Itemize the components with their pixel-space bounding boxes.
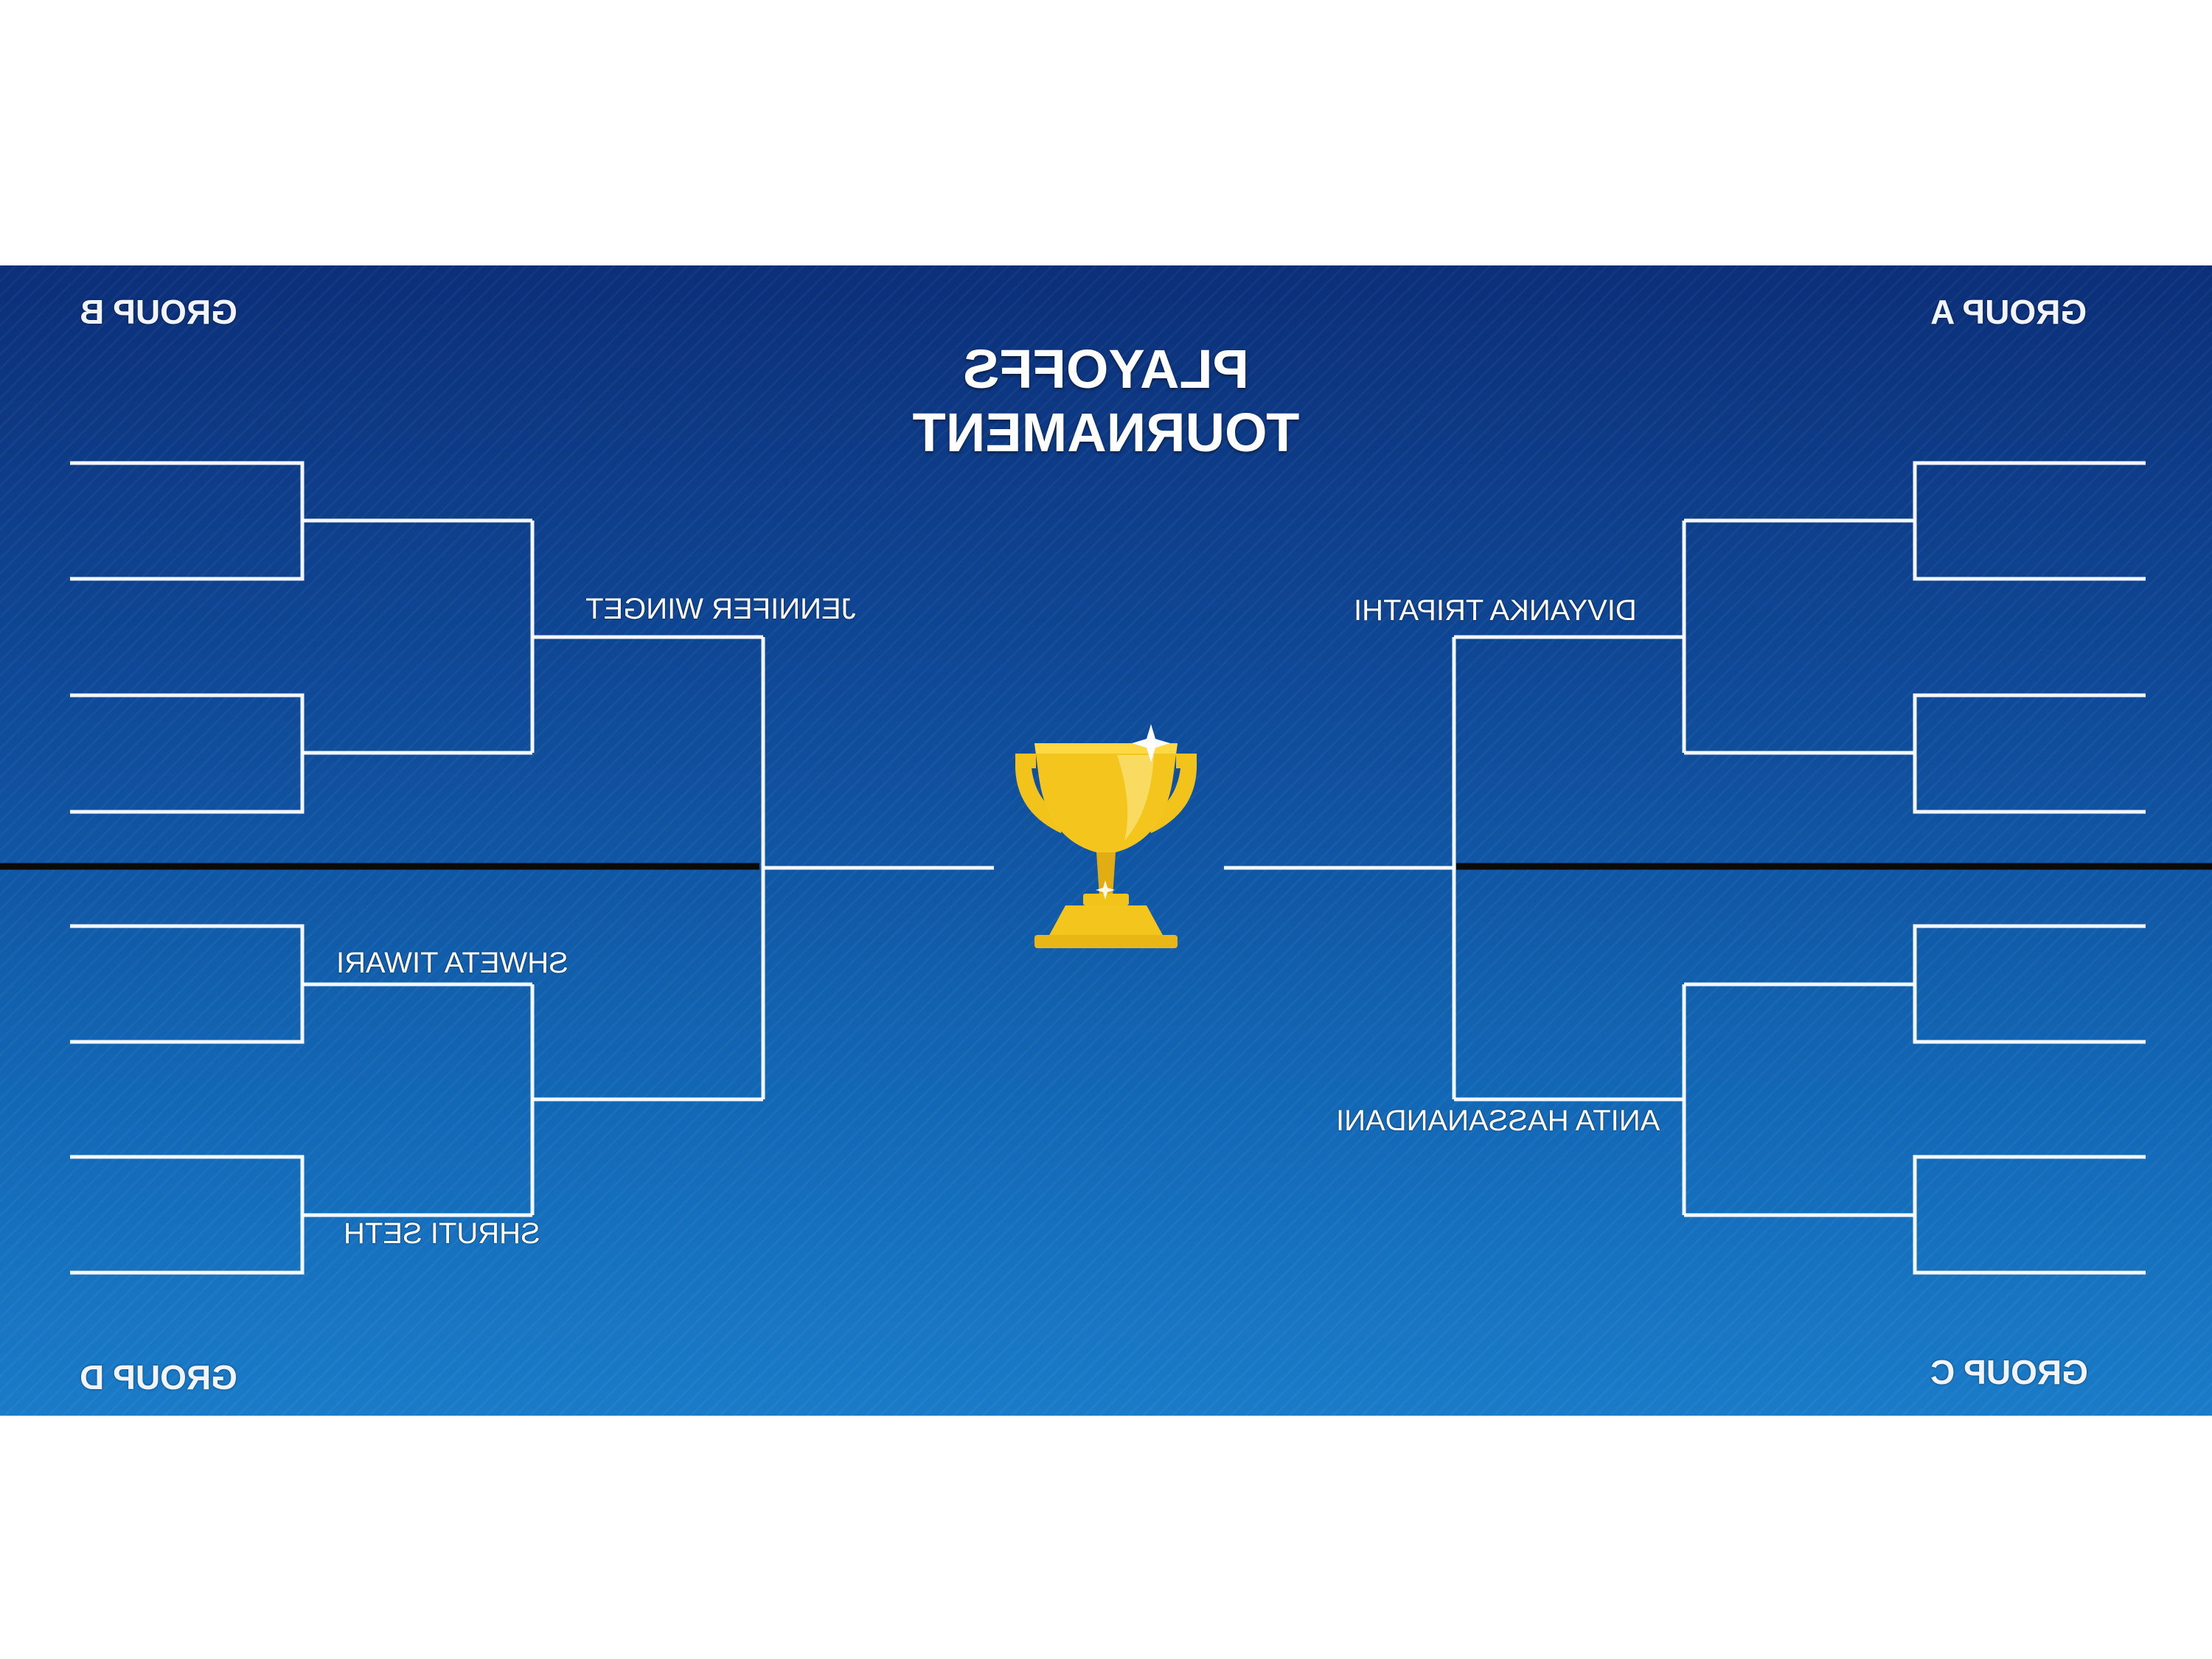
- bracket-board: PLAYOFFS TOURNAMENT GROUP B GROUP A GROU…: [0, 265, 2212, 1416]
- player-name-anita: ANITA HASSANANDANI: [1336, 1105, 1660, 1137]
- player-name-shweta: SHWETA TIWARI: [336, 947, 568, 979]
- bracket-right-round1-2: [1913, 693, 2146, 814]
- bracket-left-round1-2: [70, 693, 305, 814]
- bracket-left-round1-3: [70, 924, 305, 1044]
- title-line-1: PLAYOFFS: [963, 338, 1249, 400]
- player-name-divyanka: DIVYANKA TRIPATHI: [1354, 594, 1637, 627]
- bracket-right-round1-4: [1913, 1155, 2146, 1275]
- bracket-lines: [0, 461, 2212, 1275]
- trophy-icon: [1015, 724, 1197, 948]
- title-line-2: TOURNAMENT: [912, 402, 1300, 463]
- player-name-shruti: SHRUTI SETH: [344, 1217, 540, 1250]
- bracket-right-round1-1: [1913, 461, 2146, 581]
- bracket-right-round1-3: [1913, 924, 2146, 1044]
- group-label-c: GROUP C: [1930, 1353, 2088, 1391]
- group-label-d: GROUP D: [80, 1358, 237, 1397]
- group-label-a: GROUP A: [1930, 293, 2087, 331]
- bracket-left-round1-1: [70, 461, 305, 581]
- player-name-jennifer: JENNIFER WINGET: [585, 593, 856, 625]
- tournament-title: PLAYOFFS TOURNAMENT: [885, 338, 1327, 465]
- bracket-left-round1-4: [70, 1155, 305, 1275]
- group-label-b: GROUP B: [80, 293, 237, 331]
